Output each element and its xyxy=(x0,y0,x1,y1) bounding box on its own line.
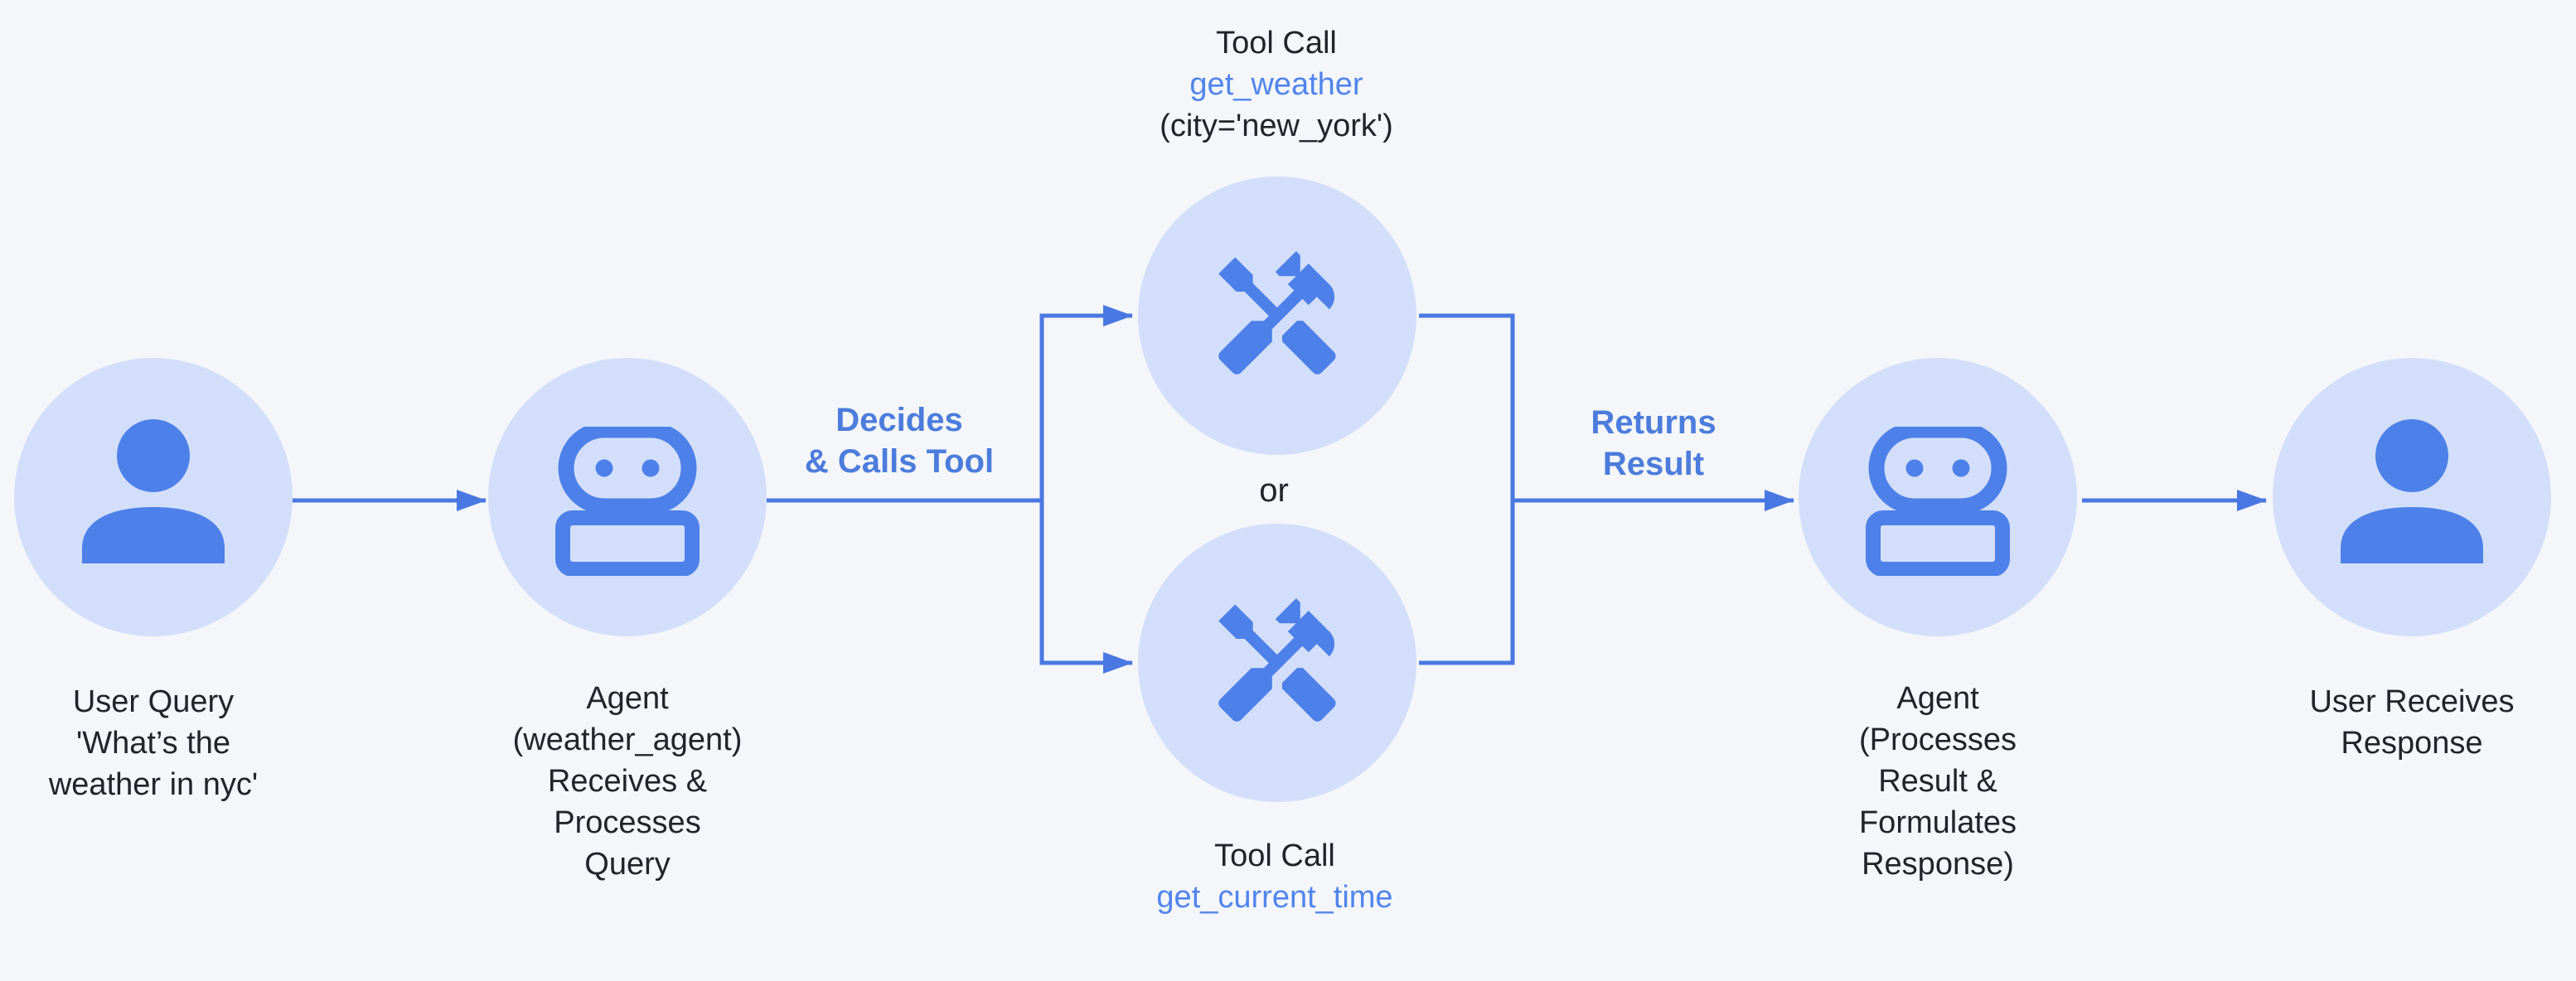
arrow-branch-to-tool-time xyxy=(1039,500,1133,674)
label-line: Response) xyxy=(1862,847,2014,882)
label-line: Agent xyxy=(1896,681,1979,716)
label-line: (weather_agent) xyxy=(512,722,743,757)
label-line: Agent xyxy=(586,681,669,716)
label-line: Tool Call xyxy=(1214,838,1335,873)
label-line: Response xyxy=(2341,726,2483,761)
line-tool-time-to-merge xyxy=(1419,500,1515,665)
node-tool-get-current-time xyxy=(1138,524,1416,802)
node-tool-get-weather xyxy=(1138,176,1416,455)
label-line: 'What’s the xyxy=(75,726,231,761)
tool-name-text: get_weather xyxy=(1189,67,1363,102)
tool-weather-label: Tool Call get_weather (city='new_york') xyxy=(1160,22,1393,147)
user-receives-label: User Receives Response xyxy=(2309,681,2514,764)
node-user-receives xyxy=(2273,358,2551,636)
user-query-label: User Query 'What’s the weather in nyc' xyxy=(49,681,258,805)
label-line: (city='new_york') xyxy=(1160,109,1393,143)
label-line: Returns xyxy=(1591,404,1717,441)
person-icon xyxy=(2341,419,2483,563)
node-agent-responds xyxy=(1799,358,2077,636)
agent-responds-label: Agent (Processes Result & Formulates Res… xyxy=(1859,678,2017,885)
label-line: Receives & xyxy=(547,764,708,799)
tool-time-label: Tool Call get_current_time xyxy=(1156,835,1392,918)
decides-calls-tool-label: Decides & Calls Tool xyxy=(805,399,994,482)
label-line: Decides xyxy=(835,402,963,438)
line-tool-weather-to-merge xyxy=(1419,313,1515,500)
label-line: & Calls Tool xyxy=(804,443,995,480)
returns-result-label: Returns Result xyxy=(1591,402,1716,485)
arrow-branch-to-tool-weather xyxy=(1039,305,1133,500)
agent-receives-label: Agent (weather_agent) Receives & Process… xyxy=(513,678,743,885)
tools-icon xyxy=(1218,598,1336,722)
node-agent-receives xyxy=(488,358,767,636)
label-line: Processes xyxy=(554,805,701,840)
label-line: Result xyxy=(1602,446,1705,482)
person-icon xyxy=(82,419,225,563)
label-line: Result & xyxy=(1878,764,1997,799)
tools-icon xyxy=(1218,251,1336,375)
label-line: Tool Call xyxy=(1216,26,1337,60)
label-line: User Query xyxy=(72,684,235,719)
robot-icon xyxy=(555,427,700,576)
label-line: Query xyxy=(584,847,671,882)
robot-icon xyxy=(1866,427,2010,576)
label-line: weather in nyc' xyxy=(48,767,259,802)
label-line: User Receives xyxy=(2309,684,2515,719)
node-user-query xyxy=(14,358,293,636)
or-label: or xyxy=(1259,472,1289,509)
tool-name-text: get_current_time xyxy=(1156,880,1393,915)
label-line: Formulates xyxy=(1858,805,2017,840)
label-line: (Processes xyxy=(1858,722,2017,757)
